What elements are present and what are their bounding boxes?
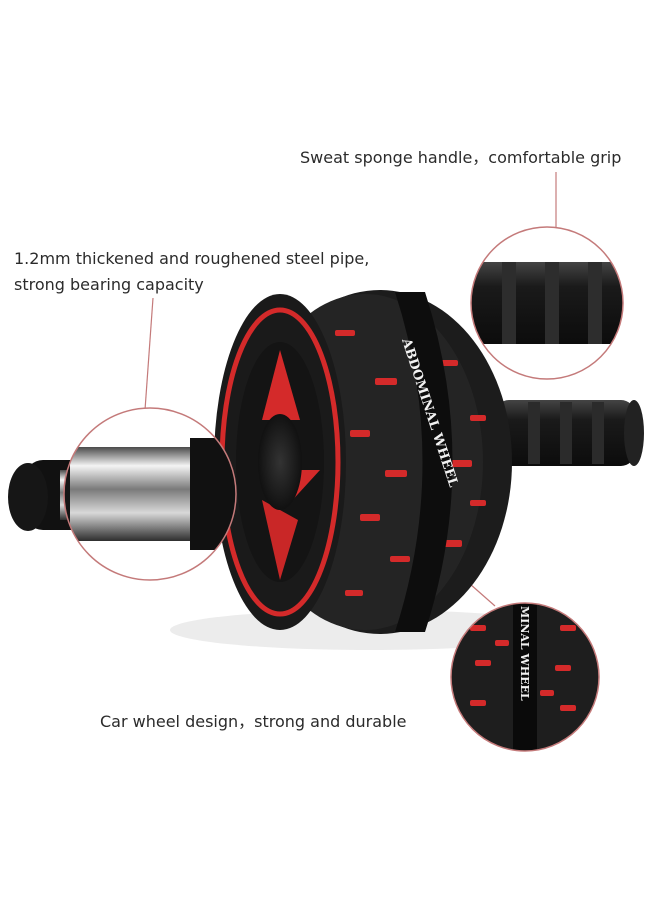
zoom-wheel-tread: MINAL WHEEL [450, 602, 600, 752]
callout-wheel-text: Car wheel design，strong and durable [100, 712, 407, 731]
ab-wheel: ABDOMINAL WHEEL [214, 290, 512, 634]
callout-pipe-line1: 1.2mm thickened and roughened steel pipe… [14, 249, 370, 268]
zoom-wheel-text: MINAL WHEEL [518, 606, 531, 701]
zoom-steel-pipe [63, 407, 237, 581]
callout-wheel: Car wheel design，strong and durable [100, 709, 407, 735]
callout-pipe-line2: strong bearing capacity [14, 275, 204, 294]
callout-handle: Sweat sponge handle，comfortable grip [300, 145, 621, 171]
callout-handle-text: Sweat sponge handle，comfortable grip [300, 148, 622, 167]
callout-steel-pipe: 1.2mm thickened and roughened steel pipe… [14, 246, 369, 298]
zoom-foam-grip [470, 226, 624, 380]
right-grip [495, 400, 644, 466]
